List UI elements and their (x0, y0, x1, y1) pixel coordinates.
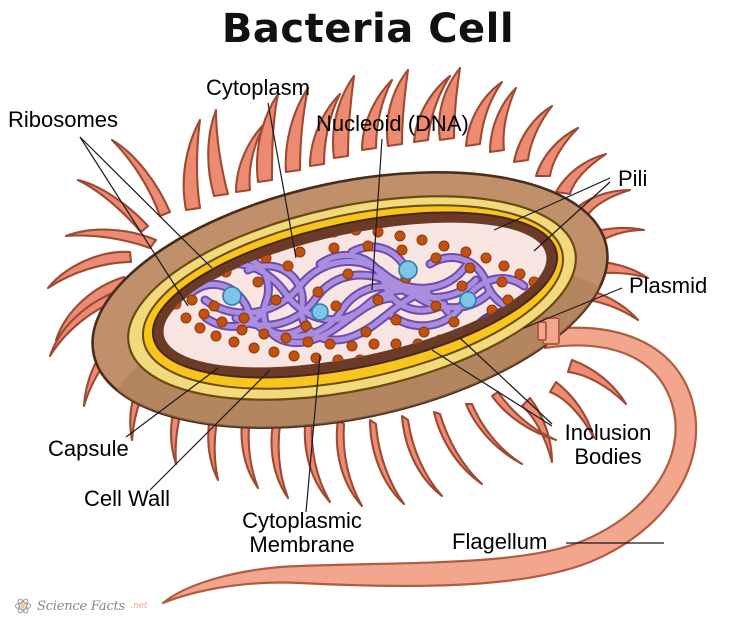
leader-ribosomes-b (79, 136, 189, 307)
cell-body (91, 171, 623, 470)
atom-icon (14, 598, 32, 614)
label-cytoplasm: Cytoplasm (206, 75, 310, 100)
label-ribosomes: Ribosomes (8, 107, 119, 132)
label-cytoplasmic-membrane-line1: Cytoplasmic (242, 508, 362, 533)
leader-cytoplasmic-membrane (305, 354, 321, 513)
leader-cytoplasm (267, 102, 297, 259)
inclusion-body (222, 286, 242, 306)
label-inclusion-bodies-line2: Bodies (574, 443, 642, 469)
flagellum-basal-body (537, 317, 560, 345)
pili-group (46, 66, 650, 508)
leader-ribosomes-a (79, 136, 213, 269)
label-plasmid: Plasmid (629, 273, 708, 298)
label-capsule: Capsule (48, 436, 129, 461)
leader-capsule (125, 367, 219, 438)
page-title: Bacteria Cell (221, 6, 515, 52)
label-cytoplasmic-membrane: Cytoplasmic Membrane (224, 509, 380, 557)
leader-plasmid (523, 287, 623, 329)
leader-nucleoid (371, 138, 383, 291)
label-nucleoid: Nucleoid (DNA) (316, 111, 469, 136)
leader-pili-b (533, 181, 611, 252)
inclusion-body (311, 303, 329, 321)
leader-cell-wall (149, 369, 271, 491)
leader-inclusion-b (431, 349, 553, 427)
inclusion-body (398, 260, 418, 280)
watermark: Science Facts .net (14, 597, 148, 615)
label-inclusion-bodies-line1: Inclusion (564, 420, 652, 445)
flagellum-shape (161, 326, 698, 605)
leader-pili-a (493, 177, 611, 231)
watermark-name: Science Facts (37, 598, 125, 614)
leader-lines (79, 102, 664, 544)
label-cell-wall: Cell Wall (84, 486, 170, 511)
label-cytoplasmic-membrane-line2: Membrane (249, 531, 355, 557)
leader-inclusion-a (459, 337, 553, 425)
inclusion-body (459, 291, 477, 309)
watermark-tld: .net (129, 601, 148, 611)
label-flagellum: Flagellum (452, 529, 548, 554)
label-pili: Pili (618, 166, 648, 191)
label-inclusion-bodies: Inclusion Bodies (552, 421, 664, 469)
